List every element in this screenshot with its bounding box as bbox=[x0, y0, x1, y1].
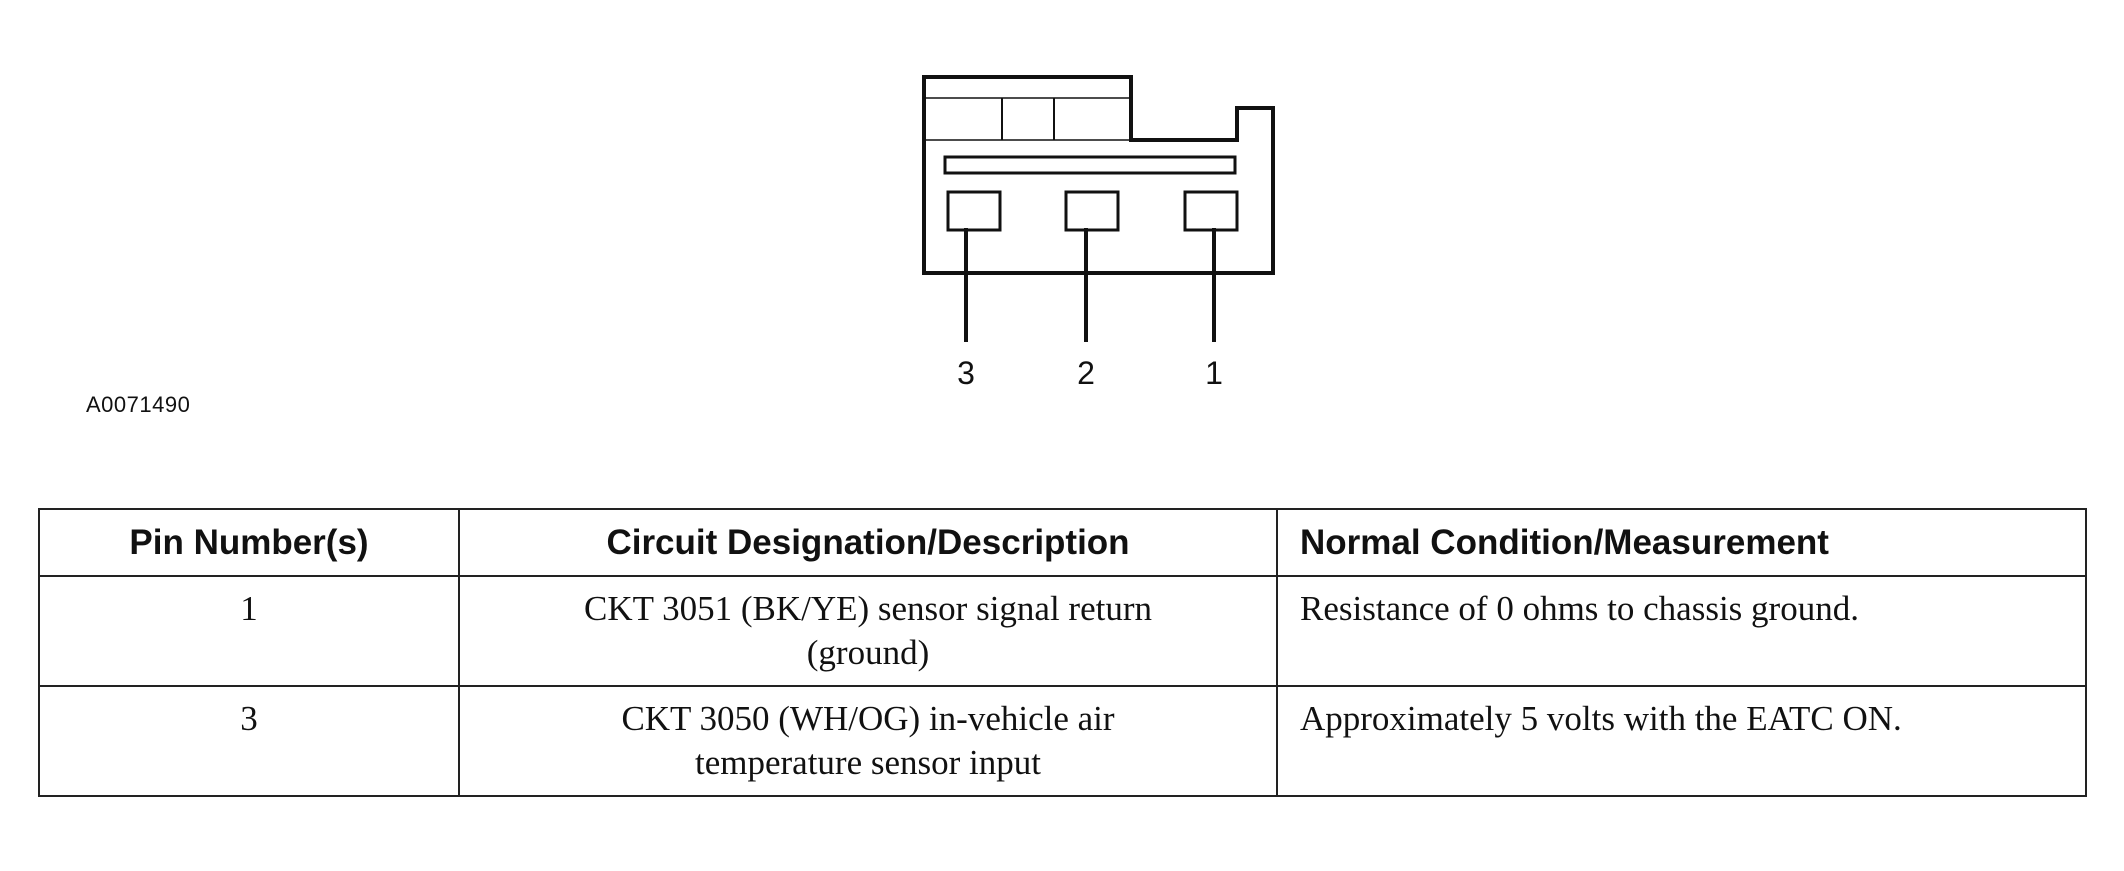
measurement-cell: Resistance of 0 ohms to chassis ground. bbox=[1276, 575, 2087, 687]
circuit-cell: CKT 3051 (BK/YE) sensor signal return (g… bbox=[458, 575, 1278, 687]
table-row: 3 CKT 3050 (WH/OG) in-vehicle air temper… bbox=[38, 685, 2087, 797]
circuit-line: CKT 3051 (BK/YE) sensor signal return bbox=[583, 589, 1153, 628]
connector-diagram: 3 2 1 bbox=[922, 75, 1275, 391]
pin-number-cell: 3 bbox=[38, 685, 460, 797]
pin-label-3: 3 bbox=[957, 355, 975, 391]
pin-number-cell: 1 bbox=[38, 575, 460, 687]
connector-body bbox=[922, 75, 1275, 275]
pin-3-cavity bbox=[946, 190, 1002, 232]
header-circuit-designation: Circuit Designation/Description bbox=[458, 508, 1278, 577]
circuit-line: CKT 3050 (WH/OG) in-vehicle air bbox=[621, 699, 1115, 738]
pin-label-2: 2 bbox=[1077, 355, 1095, 391]
header-pin-numbers: Pin Number(s) bbox=[38, 508, 460, 577]
connector-slot bbox=[943, 155, 1237, 175]
circuit-line: (ground) bbox=[806, 633, 930, 672]
table-row: 1 CKT 3051 (BK/YE) sensor signal return … bbox=[38, 575, 2087, 687]
measurement-cell: Approximately 5 volts with the EATC ON. bbox=[1276, 685, 2087, 797]
circuit-line: temperature sensor input bbox=[694, 743, 1041, 782]
pin-2-cavity bbox=[1064, 190, 1120, 232]
pin-table: Pin Number(s) Circuit Designation/Descri… bbox=[38, 508, 2087, 797]
circuit-cell: CKT 3050 (WH/OG) in-vehicle air temperat… bbox=[458, 685, 1278, 797]
table-header-row: Pin Number(s) Circuit Designation/Descri… bbox=[38, 508, 2087, 577]
pin-label-1: 1 bbox=[1205, 355, 1223, 391]
pin-1-cavity bbox=[1183, 190, 1239, 232]
figure-id: A0071490 bbox=[86, 392, 191, 417]
header-normal-condition: Normal Condition/Measurement bbox=[1276, 508, 2087, 577]
